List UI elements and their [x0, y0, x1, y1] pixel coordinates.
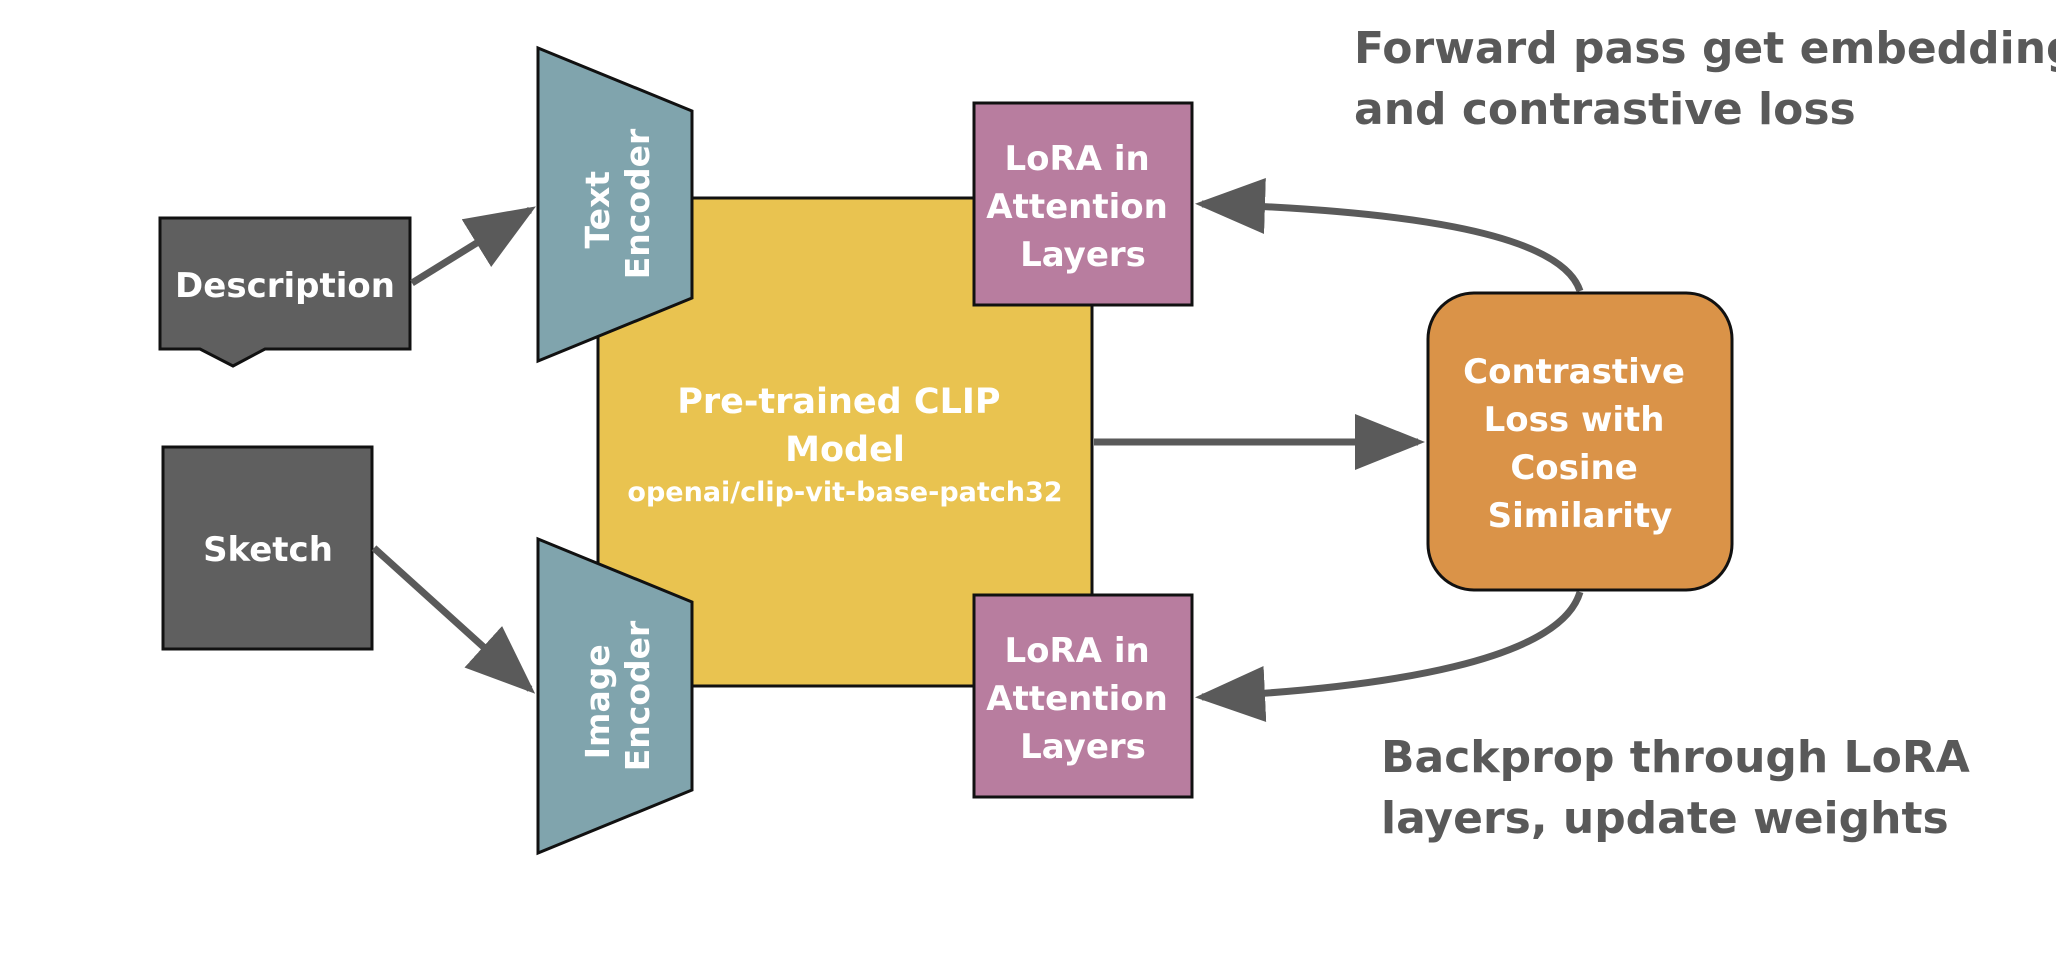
image-encoder-label-line-1: Image [578, 644, 617, 759]
lora-bottom-label-line-3: Layers [1020, 727, 1146, 767]
contrastive-loss-label: Contrastive Loss with Cosine Similarity [1463, 352, 1697, 536]
lora-bottom-label-line-1: LoRA in [1004, 631, 1149, 671]
text-encoder-label: Text Encoder [578, 128, 657, 279]
backprop-annotation: Backprop through LoRA layers, update wei… [1381, 732, 1985, 844]
text-encoder-label-line-1: Text [578, 171, 617, 249]
clip-model-title-line-1: Pre-trained CLIP [677, 382, 1000, 422]
arrow-loss-to-lora-bottom [1195, 590, 1584, 722]
description-label: Description [175, 266, 395, 306]
contrastive-loss-label-line-1: Contrastive [1463, 352, 1685, 392]
contrastive-loss-box [1426, 291, 1734, 592]
lora-top-box [972, 101, 1194, 307]
contrastive-loss-label-line-2: Loss with [1484, 400, 1665, 440]
backprop-annotation-line-1: Backprop through LoRA [1381, 732, 1970, 783]
backprop-annotation-line-2: layers, update weights [1381, 793, 1949, 844]
sketch-box [161, 445, 374, 651]
image-encoder-label-line-2: Encoder [618, 620, 657, 771]
sketch-label: Sketch [203, 530, 333, 570]
contrastive-loss-label-line-4: Similarity [1488, 496, 1673, 536]
arrow-loss-to-lora-top [1195, 178, 1584, 293]
contrastive-loss-label-line-3: Cosine [1510, 448, 1637, 488]
arrow-sketch-to-image-encoder [371, 545, 536, 694]
forward-pass-annotation-line-2: and contrastive loss [1354, 84, 1856, 135]
lora-bottom-label-line-2: Attention [986, 679, 1168, 719]
text-encoder-shape [536, 45, 694, 364]
lora-top-label: LoRA in Attention Layers [986, 139, 1179, 275]
lora-top-label-line-3: Layers [1020, 235, 1146, 275]
description-box [158, 216, 412, 368]
lora-bottom-box [972, 593, 1194, 799]
image-encoder-shape [536, 536, 694, 856]
lora-top-label-line-1: LoRA in [1004, 139, 1149, 179]
lora-top-label-line-2: Attention [986, 187, 1168, 227]
clip-model-title: Pre-trained CLIP Model [677, 382, 1013, 470]
image-encoder-label: Image Encoder [578, 620, 657, 771]
clip-model-id: openai/clip-vit-base-patch32 [627, 477, 1062, 508]
forward-pass-annotation: Forward pass get embeddings and contrast… [1354, 23, 2056, 135]
lora-bottom-label: LoRA in Attention Layers [986, 631, 1179, 767]
forward-pass-annotation-line-1: Forward pass get embeddings [1354, 23, 2056, 74]
arrow-description-to-text-encoder [410, 206, 536, 286]
text-encoder-label-line-2: Encoder [618, 128, 657, 279]
clip-model-title-line-2: Model [785, 430, 905, 470]
